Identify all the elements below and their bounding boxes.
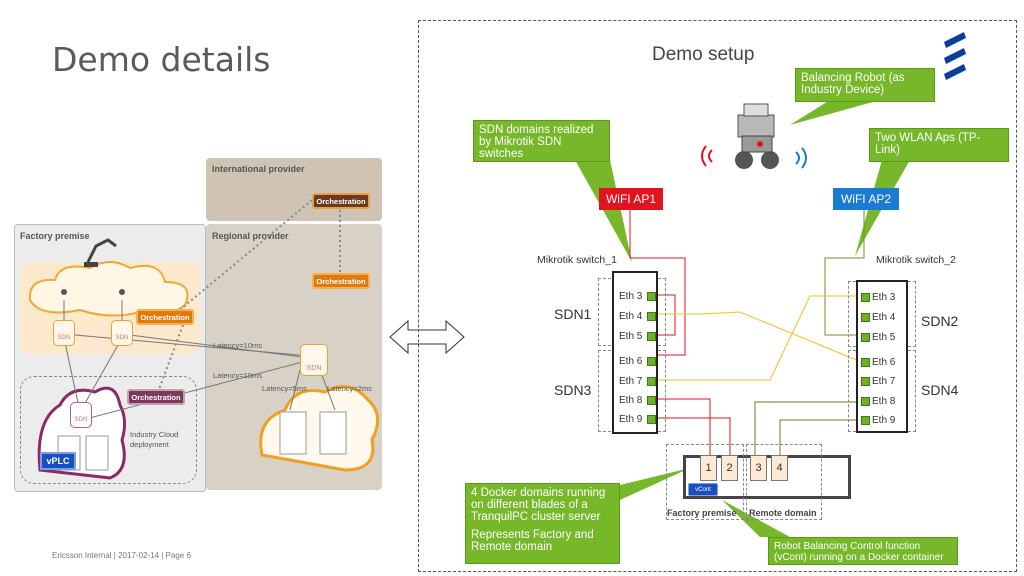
orchestration-industry: Orchestration bbox=[127, 389, 185, 405]
factory-premise-caption: Factory premise bbox=[667, 508, 737, 518]
blade-4: 4 bbox=[771, 455, 788, 481]
latency-label-3: Latency=5ms bbox=[262, 384, 307, 393]
regional-provider-label: Regional provider bbox=[212, 231, 289, 241]
factory-premise-area bbox=[666, 444, 744, 520]
sw2-port-label: Eth 7 bbox=[872, 376, 896, 387]
sw2-port-label: Eth 3 bbox=[872, 292, 896, 303]
switch-1-label: Mikrotik switch_1 bbox=[537, 254, 617, 266]
sw2-port-led bbox=[861, 397, 870, 406]
latency-label-1: Latency=10ms bbox=[213, 341, 262, 350]
sdn4-label: SDN4 bbox=[921, 382, 959, 398]
sdn-node-regional: SDN bbox=[300, 344, 328, 376]
sdn1-label: SDN1 bbox=[554, 306, 592, 322]
slide-title: Demo details bbox=[52, 40, 271, 79]
sw1-port-led bbox=[647, 332, 656, 341]
mikrotik-switch-1: Eth 3 Eth 4 Eth 5 Eth 6 Eth 7 Eth 8 Eth … bbox=[612, 271, 658, 434]
sw2-port-led bbox=[861, 358, 870, 367]
blade-2: 2 bbox=[721, 455, 738, 481]
sw1-port-label: Eth 8 bbox=[619, 395, 643, 406]
latency-label-2: Latency=10ms bbox=[213, 371, 262, 380]
blade-3: 3 bbox=[750, 455, 767, 481]
switch-2-label: Mikrotik switch_2 bbox=[876, 254, 956, 266]
blade-1: 1 bbox=[700, 455, 717, 481]
sdn2-label: SDN2 bbox=[921, 313, 959, 329]
sw1-port-label: Eth 9 bbox=[619, 414, 643, 425]
sdn-node-industry: SDN bbox=[70, 402, 92, 428]
callout-vcont: Robot Balancing Control function (vCont)… bbox=[768, 537, 958, 565]
callout-wlan: Two WLAN Aps (TP-Link) bbox=[869, 128, 1009, 162]
callout-sdn-domains: SDN domains realized by Mikrotik SDN swi… bbox=[473, 120, 610, 162]
callout-docker-line1: 4 Docker domains running on different bl… bbox=[471, 487, 606, 523]
ericsson-logo-icon bbox=[944, 32, 966, 80]
sw1-port-led bbox=[647, 377, 656, 386]
sw2-port-led bbox=[861, 333, 870, 342]
latency-label-4: Latency=2ms bbox=[327, 384, 372, 393]
wifi-ap1: WiFI AP1 bbox=[599, 188, 663, 210]
sdn-node-1: SDN bbox=[53, 320, 75, 346]
callout-robot: Balancing Robot (as Industry Device) bbox=[795, 68, 935, 102]
sw1-port-label: Eth 4 bbox=[619, 311, 643, 322]
mikrotik-switch-2: Eth 3 Eth 4 Eth 5 Eth 6 Eth 7 Eth 8 Eth … bbox=[856, 280, 908, 433]
sw2-port-led bbox=[861, 416, 870, 425]
callout-docker: 4 Docker domains running on different bl… bbox=[465, 483, 620, 564]
sw1-port-led bbox=[647, 396, 656, 405]
factory-premise-label: Factory premise bbox=[20, 231, 90, 241]
demo-setup-frame bbox=[418, 20, 1017, 572]
sdn3-label: SDN3 bbox=[554, 382, 592, 398]
sw1-port-led bbox=[647, 415, 656, 424]
demo-setup-title: Demo setup bbox=[652, 44, 755, 65]
orchestration-regional: Orchestration bbox=[312, 273, 370, 289]
sw2-port-led bbox=[861, 377, 870, 386]
sw2-port-label: Eth 4 bbox=[872, 312, 896, 323]
industry-cloud-area bbox=[20, 376, 197, 484]
international-provider-label: International provider bbox=[212, 164, 305, 174]
remote-domain-caption: Remote domain bbox=[749, 508, 817, 518]
sw2-port-label: Eth 9 bbox=[872, 415, 896, 426]
sdn-node-2: SDN bbox=[111, 320, 133, 346]
sw1-port-label: Eth 5 bbox=[619, 331, 643, 342]
sw2-port-label: Eth 8 bbox=[872, 396, 896, 407]
vplc-box: vPLC bbox=[40, 452, 76, 470]
sw2-port-label: Eth 6 bbox=[872, 357, 896, 368]
sw1-port-led bbox=[647, 312, 656, 321]
wifi-ap2: WiFI AP2 bbox=[833, 188, 899, 210]
vcont-badge: vCont bbox=[688, 483, 718, 496]
international-provider-zone bbox=[206, 158, 382, 221]
double-arrow-icon bbox=[389, 319, 465, 355]
sw1-port-led bbox=[647, 292, 656, 301]
orchestration-international: Orchestration bbox=[312, 193, 370, 209]
orchestration-factory: Orchestration bbox=[136, 309, 194, 325]
industry-cloud-label: Industry Cloud deployment bbox=[130, 430, 179, 449]
diagram-links bbox=[28, 199, 380, 480]
callout-docker-line2: Represents Factory and Remote domain bbox=[471, 529, 594, 553]
sw1-port-led bbox=[647, 357, 656, 366]
sw2-port-led bbox=[861, 313, 870, 322]
sw1-port-label: Eth 6 bbox=[619, 356, 643, 367]
sw1-port-label: Eth 7 bbox=[619, 376, 643, 387]
remote-domain-area bbox=[746, 444, 822, 520]
sw2-port-label: Eth 5 bbox=[872, 332, 896, 343]
slide-footer: Ericsson Internal | 2017-02-14 | Page 6 bbox=[52, 551, 191, 560]
sw2-port-led bbox=[861, 293, 870, 302]
sw1-port-label: Eth 3 bbox=[619, 291, 643, 302]
